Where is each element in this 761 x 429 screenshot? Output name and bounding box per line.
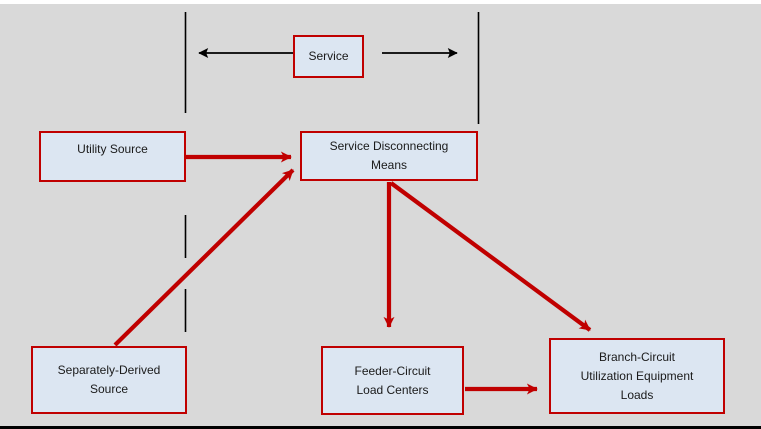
node-branch-label-line2: Utilization Equipment bbox=[580, 368, 694, 383]
arrow-sdm-to-branch bbox=[389, 181, 592, 332]
node-service: Service bbox=[293, 35, 364, 78]
node-sds-label-line1: Separately-Derived bbox=[57, 363, 161, 377]
node-branch-label-line1: Branch-Circuit bbox=[598, 349, 676, 364]
node-service-label: Service bbox=[308, 49, 349, 63]
node-feeder-circuit-load-centers: Feeder-Circuit Load Centers bbox=[321, 346, 464, 415]
node-feeder-label-line2: Load Centers bbox=[356, 382, 429, 397]
node-sdm-label-line2: Means bbox=[370, 158, 408, 172]
arrow-sds-to-sdm bbox=[113, 168, 295, 347]
node-utility-source: Utility Source bbox=[39, 131, 186, 182]
node-separately-derived-source: Separately-Derived Source bbox=[31, 346, 187, 414]
node-branch-circuit-loads: Branch-Circuit Utilization Equipment Loa… bbox=[549, 338, 725, 414]
node-sdm-label-line1: Service Disconnecting bbox=[329, 139, 449, 153]
node-branch-label-line3: Loads bbox=[620, 387, 654, 402]
node-service-disconnecting-means: Service Disconnecting Means bbox=[300, 131, 478, 181]
bottom-border-line bbox=[0, 426, 761, 429]
node-feeder-label-line1: Feeder-Circuit bbox=[354, 363, 431, 378]
node-sds-label-line2: Source bbox=[89, 382, 129, 396]
node-utility-source-label: Utility Source bbox=[77, 142, 148, 156]
